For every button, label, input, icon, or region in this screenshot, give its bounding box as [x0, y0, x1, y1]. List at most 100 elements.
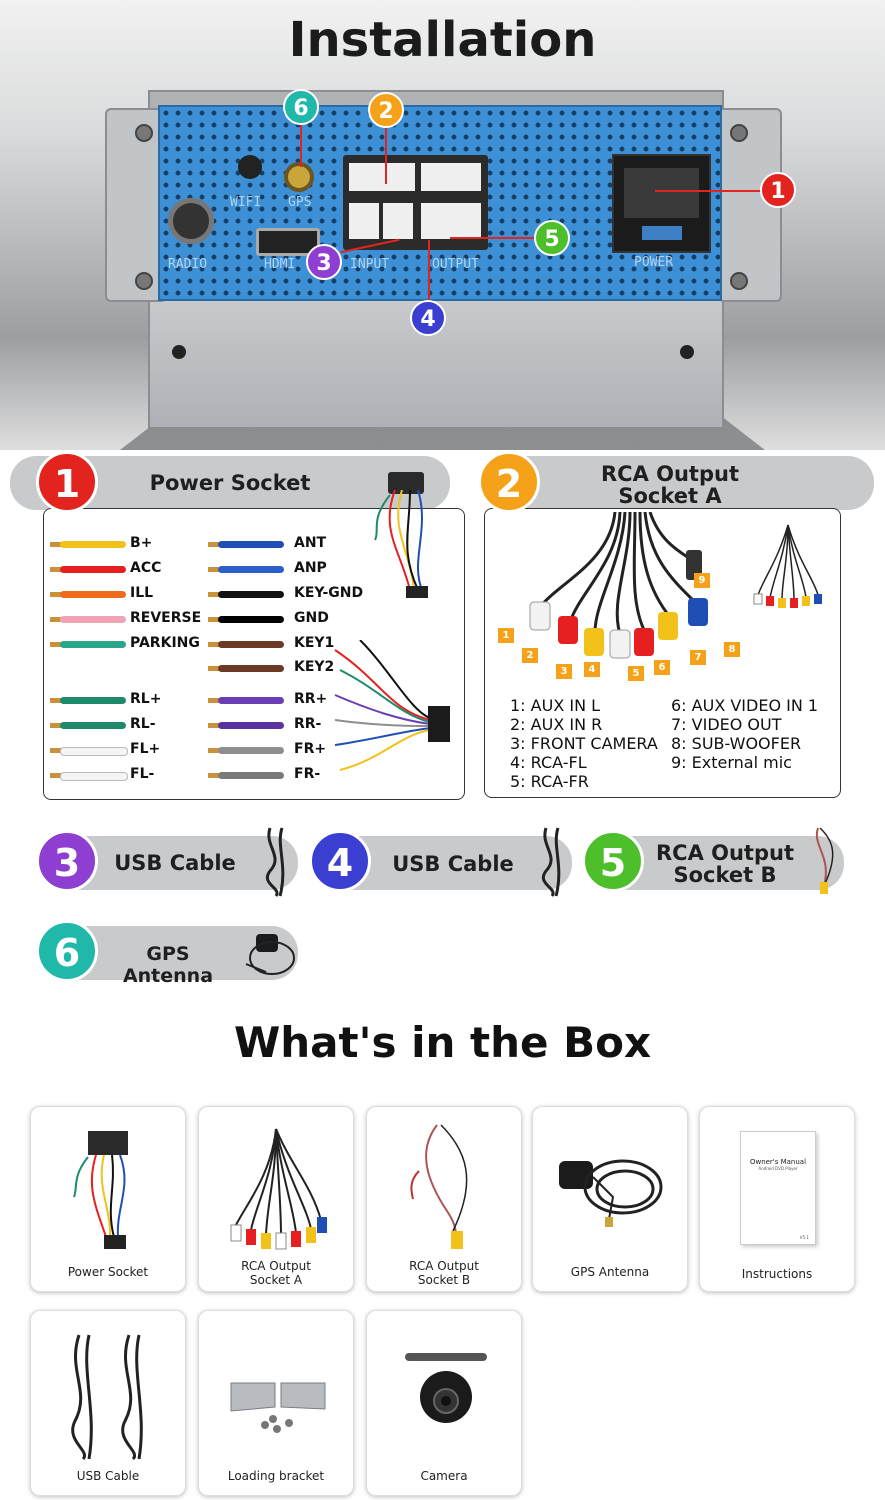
rca-number-tag: 7 — [690, 650, 706, 665]
rca-a-title-line2: Socket A — [618, 484, 722, 508]
rca-usb-connector — [343, 155, 488, 250]
rca-number-tag: 6 — [654, 660, 670, 675]
installation-title: Installation — [288, 12, 597, 68]
card-label-line1: RCA Output — [409, 1259, 479, 1273]
callout-badge-4: 4 — [410, 300, 446, 336]
wire-swatch — [218, 591, 284, 598]
wire-label: FL- — [130, 766, 155, 782]
connector-block — [349, 163, 415, 191]
wire-swatch — [60, 772, 128, 781]
connector-block — [421, 163, 481, 191]
rca-number-tag: 4 — [584, 662, 600, 677]
gps-antenna-icon — [245, 934, 295, 975]
mount-hole — [172, 345, 186, 359]
whats-in-the-box-title: What's in the Box — [233, 1018, 652, 1067]
rca-legend-item: 4: RCA-FL — [510, 753, 587, 772]
section-badge-2: 2 — [478, 451, 540, 513]
copper-tip-icon — [50, 542, 62, 547]
rca-legend-item: 2: AUX IN R — [510, 715, 603, 734]
speaker-harness-icon — [334, 640, 450, 771]
copper-tip-icon — [208, 642, 220, 647]
callout-badge-1: 1 — [760, 172, 796, 208]
rca-legend-right: 6: AUX VIDEO IN 1 7: VIDEO OUT 8: SUB-WO… — [671, 696, 818, 772]
rca-legend-left: 1: AUX IN L 2: AUX IN R 3: FRONT CAMERA … — [510, 696, 658, 791]
radio-port — [168, 198, 214, 244]
callout-badge-6: 6 — [283, 89, 319, 125]
callout-line — [428, 240, 430, 300]
copper-tip-icon — [50, 773, 62, 778]
connector-block — [383, 203, 413, 239]
box-item-camera: Camera — [366, 1310, 522, 1496]
copper-tip-icon — [50, 592, 62, 597]
bracket-icon — [230, 1382, 326, 1433]
section-badge-4: 4 — [309, 830, 371, 892]
rca-a-icon — [230, 1128, 327, 1250]
usb-cable-4-title: USB Cable — [392, 852, 514, 876]
rca-number-tag: 2 — [522, 648, 538, 663]
copper-tip-icon — [208, 542, 220, 547]
wire-label: RR+ — [294, 691, 328, 707]
wire-label: ILL — [130, 585, 154, 601]
copper-tip-icon — [208, 748, 220, 753]
input-label: INPUT — [350, 257, 390, 272]
copper-tip-icon — [50, 698, 62, 703]
copper-tip-icon — [208, 617, 220, 622]
section-badge-5: 5 — [582, 830, 644, 892]
wire-swatch — [60, 566, 126, 573]
wire-label: FL+ — [130, 741, 161, 757]
wire-swatch — [60, 541, 126, 548]
gps-port — [284, 162, 314, 192]
callout-badge-5: 5 — [534, 220, 570, 256]
box-item-rca-b: RCA Output Socket B — [366, 1106, 522, 1292]
wire-label: GND — [294, 610, 329, 626]
card-label: GPS Antenna — [570, 1265, 650, 1279]
power-pins — [624, 168, 699, 218]
screw-icon — [135, 124, 153, 142]
wire-label: KEY2 — [294, 659, 335, 675]
rca-legend-item: 9: External mic — [671, 753, 792, 772]
copper-tip-icon — [50, 567, 62, 572]
rca-legend-item: 6: AUX VIDEO IN 1 — [671, 696, 819, 715]
power-label: POWER — [634, 255, 674, 270]
screw-icon — [730, 124, 748, 142]
box-item-usb-cable: USB Cable — [30, 1310, 186, 1496]
box-item-power-socket: Power Socket — [30, 1106, 186, 1292]
card-label-line2: Socket A — [249, 1273, 303, 1287]
copper-tip-icon — [208, 698, 220, 703]
rca-legend-item: 3: FRONT CAMERA — [510, 734, 658, 753]
rca-number-tag: 8 — [724, 642, 740, 657]
copper-tip-icon — [208, 592, 220, 597]
copper-tip-icon — [208, 567, 220, 572]
section-badge-6: 6 — [36, 920, 98, 982]
wire-label: KEY1 — [294, 635, 335, 651]
gps-antenna-title: GPS Antenna — [122, 943, 214, 987]
wire-swatch — [218, 641, 284, 648]
box-item-instructions: Owner's Manual Android DVD Player V5-1 I… — [699, 1106, 855, 1292]
usb-cable-icon — [266, 827, 285, 897]
copper-tip-icon — [208, 723, 220, 728]
wire-label: ANT — [294, 535, 327, 551]
rca-legend-item: 5: RCA-FR — [510, 772, 589, 791]
wire-label: ANP — [294, 560, 327, 576]
usb-cable-icon — [542, 827, 561, 897]
harness-wires-icon — [374, 490, 428, 598]
callout-badge-3: 3 — [306, 244, 342, 280]
usb-cable-icon — [71, 1334, 143, 1461]
wire-label: RR- — [294, 716, 322, 732]
copper-tip-icon — [50, 748, 62, 753]
card-label-line1: RCA Output — [241, 1259, 311, 1273]
wire-swatch — [218, 697, 284, 704]
manual-subtitle: Android DVD Player — [758, 1166, 798, 1171]
radio-label: RADIO — [168, 257, 208, 272]
card-label-line2: Socket B — [417, 1273, 471, 1287]
wire-swatch — [60, 616, 126, 623]
screw-icon — [135, 272, 153, 290]
rca-legend-item: 7: VIDEO OUT — [671, 715, 782, 734]
wire-swatch — [218, 566, 284, 573]
copper-tip-icon — [50, 617, 62, 622]
rca-b-icon — [410, 1124, 468, 1249]
box-item-loading-bracket: Loading bracket — [198, 1310, 354, 1496]
rca-b-cable-icon — [815, 827, 834, 894]
connector-block — [349, 203, 379, 239]
rca-number-tag: 9 — [694, 573, 710, 588]
